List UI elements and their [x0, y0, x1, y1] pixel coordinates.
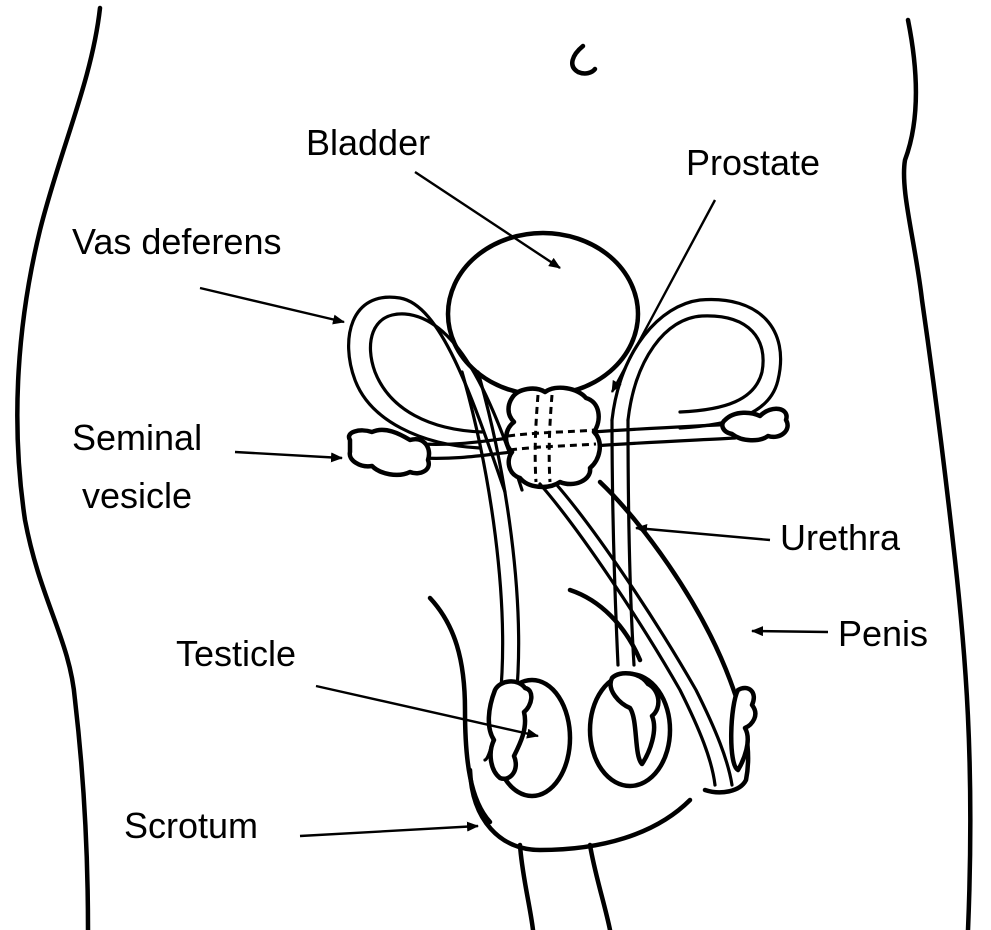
body-outline-left [17, 8, 100, 930]
vas-deferens-right-long-2 [628, 420, 634, 665]
label-testicle: Testicle [176, 633, 296, 674]
label-bladder: Bladder [306, 122, 430, 163]
label-urethra: Urethra [780, 517, 901, 558]
scrotum-outline [470, 770, 690, 850]
pointer-vas-deferens [200, 288, 344, 322]
label-prostate: Prostate [686, 142, 820, 183]
label-vesicle: vesicle [82, 475, 192, 516]
pointer-seminal-vesicle [235, 452, 342, 458]
thigh-crease-left [430, 598, 490, 822]
leg-line-left [520, 845, 533, 930]
pointer-scrotum [300, 826, 478, 836]
seminal-vesicle-right [722, 409, 787, 441]
label-seminal: Seminal [72, 417, 202, 458]
leg-line-right [590, 845, 610, 930]
navel-mark [572, 46, 595, 73]
body-outline-right [904, 20, 970, 930]
pointer-urethra [636, 528, 770, 540]
pointer-penis [752, 631, 828, 632]
penis-glans [731, 688, 755, 770]
prostate-shape [506, 388, 600, 487]
label-vas-deferens: Vas deferens [72, 221, 281, 262]
vas-deferens-right-long-1 [612, 420, 618, 665]
label-penis: Penis [838, 613, 928, 654]
label-scrotum: Scrotum [124, 805, 258, 846]
